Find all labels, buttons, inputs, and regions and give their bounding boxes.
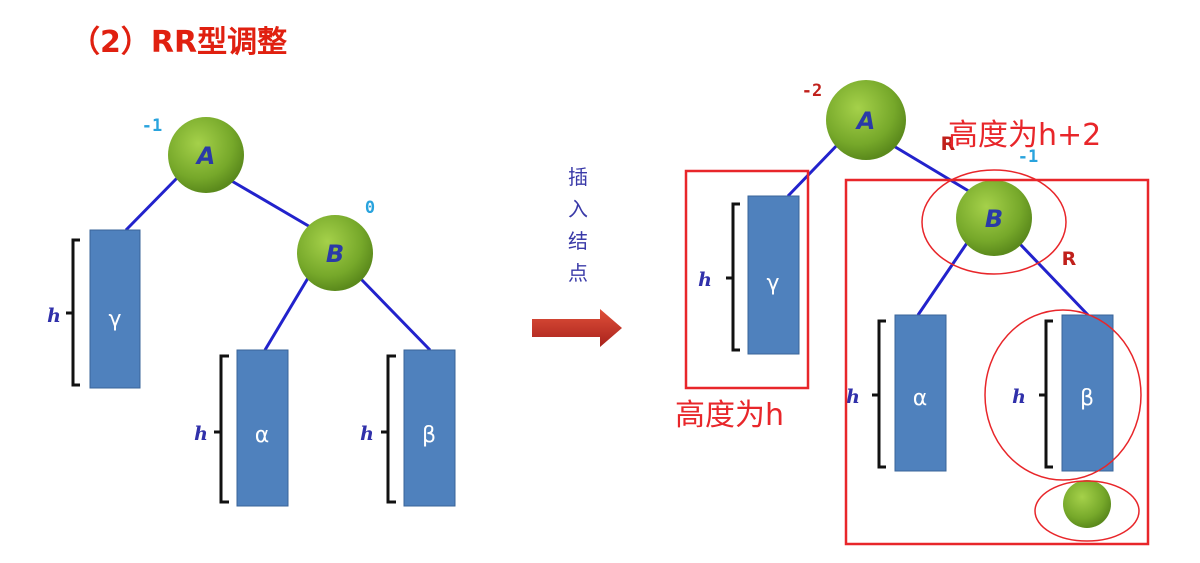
diagram-title: （2）RR型调整 bbox=[70, 25, 287, 60]
right-subtree-gamma bbox=[747, 195, 800, 355]
node-b-highlight-ellipse bbox=[921, 169, 1067, 275]
transition-char-1: 插 bbox=[568, 165, 588, 189]
transition-char-3: 结 bbox=[568, 229, 588, 253]
right-node-b-balance: -1 bbox=[1018, 147, 1038, 167]
right-beta-height-bracket bbox=[1039, 319, 1053, 469]
right-edge-a-b bbox=[891, 143, 973, 195]
annotations: 高度为h 高度为h+2 bbox=[675, 118, 1150, 546]
right-gamma-height-bracket bbox=[726, 202, 740, 352]
left-node-b-balance: 0 bbox=[365, 198, 375, 218]
right-subtree-gamma-label: γ bbox=[766, 271, 779, 296]
left-tree: A -1 B 0 γ h α h β h bbox=[47, 116, 456, 507]
left-subtree-gamma bbox=[89, 229, 141, 389]
beta-highlight-ellipse bbox=[984, 309, 1142, 481]
left-node-a-balance: -1 bbox=[142, 116, 162, 136]
right-edge-b-beta bbox=[1017, 241, 1090, 317]
left-alpha-height-label: h bbox=[194, 423, 208, 445]
left-subtree-gamma-label: γ bbox=[108, 307, 121, 332]
left-edge-b-alpha bbox=[263, 277, 310, 351]
right-node-b-label: B bbox=[985, 205, 1003, 233]
left-subtree-beta-label: β bbox=[422, 423, 436, 448]
right-node-a-label: A bbox=[855, 107, 876, 135]
height-h-annotation: 高度为h bbox=[675, 398, 784, 433]
left-subtree-alpha bbox=[236, 349, 289, 507]
right-node-b bbox=[956, 180, 1032, 256]
right-tree: A -2 R R B -1 γ h α h β h bbox=[698, 80, 1114, 528]
transition-char-2: 入 bbox=[568, 197, 588, 221]
right-subtree-alpha bbox=[894, 314, 947, 472]
right-node-a-balance: -2 bbox=[802, 81, 822, 101]
left-edge-a-gamma bbox=[124, 173, 182, 232]
b-subtree-highlight-box bbox=[844, 178, 1150, 546]
right-edge-a-b-label: R bbox=[941, 133, 956, 155]
right-beta-height-label: h bbox=[1012, 386, 1026, 408]
left-node-a bbox=[168, 117, 244, 193]
right-alpha-height-bracket bbox=[872, 319, 886, 469]
gamma-highlight-box bbox=[684, 169, 810, 390]
left-beta-height-bracket bbox=[381, 354, 396, 504]
right-gamma-height-label: h bbox=[698, 269, 712, 291]
left-edge-a-b bbox=[229, 178, 313, 230]
inserted-node-highlight-ellipse bbox=[1034, 480, 1140, 542]
left-node-b-label: B bbox=[326, 240, 344, 268]
left-alpha-height-bracket bbox=[214, 354, 229, 504]
left-subtree-alpha-label: α bbox=[255, 423, 270, 448]
right-edge-a-gamma bbox=[786, 138, 844, 198]
left-gamma-height-bracket bbox=[66, 238, 80, 387]
right-subtree-alpha-label: α bbox=[913, 386, 928, 411]
transition-arrow-icon bbox=[532, 309, 622, 347]
right-edge-b-beta-label: R bbox=[1062, 248, 1077, 270]
right-subtree-beta bbox=[1061, 314, 1114, 472]
height-h2-annotation: 高度为h+2 bbox=[948, 118, 1101, 153]
right-edge-b-alpha bbox=[916, 242, 969, 316]
left-gamma-height-label: h bbox=[47, 305, 61, 327]
left-subtree-beta bbox=[403, 349, 456, 507]
right-alpha-height-label: h bbox=[846, 386, 860, 408]
right-node-a bbox=[826, 80, 906, 160]
transition-char-4: 点 bbox=[568, 261, 588, 285]
left-edge-b-beta bbox=[358, 276, 432, 352]
inserted-node bbox=[1063, 480, 1111, 528]
left-beta-height-label: h bbox=[360, 423, 374, 445]
left-node-a-label: A bbox=[195, 142, 216, 170]
right-subtree-beta-label: β bbox=[1080, 386, 1094, 411]
left-node-b bbox=[297, 215, 373, 291]
transition: 插 入 结 点 bbox=[532, 165, 622, 347]
